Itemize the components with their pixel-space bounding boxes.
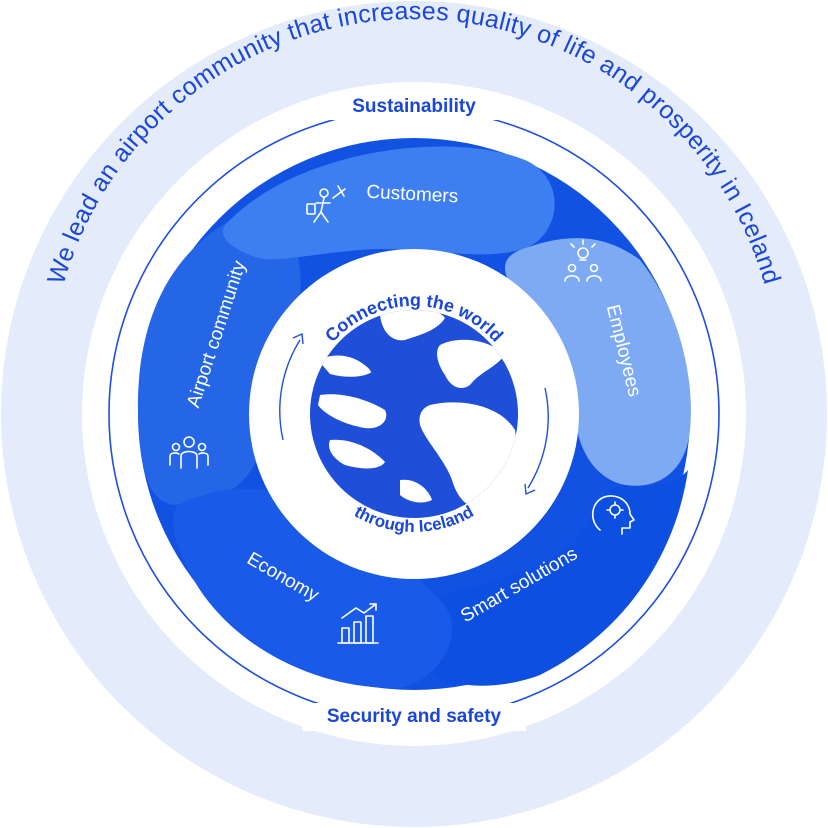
segment-label-customers: Customers: [366, 182, 459, 208]
head-gear-icon: [591, 495, 635, 535]
arrow-head-right: [524, 483, 536, 496]
segment-customers: [222, 146, 555, 260]
bottom-label-backdrop: [302, 703, 526, 731]
growth-chart-icon: [337, 603, 379, 644]
segment-smart-solutions: [420, 470, 688, 686]
segment-shapes: [137, 146, 691, 689]
arrow-head-left: [292, 332, 304, 345]
security-safety-label: Security and safety: [327, 706, 502, 727]
group-icon: [169, 436, 209, 469]
top-label-backdrop: [330, 92, 498, 120]
segment-employees: [505, 238, 691, 486]
traveler-plane-icon: [306, 185, 346, 223]
cycle-arrows: [279, 339, 549, 489]
globe-icon: [310, 310, 518, 518]
people-lightbulb-icon: [564, 239, 602, 282]
segment-economy: [173, 488, 453, 689]
sustainability-label: Sustainability: [352, 96, 476, 117]
